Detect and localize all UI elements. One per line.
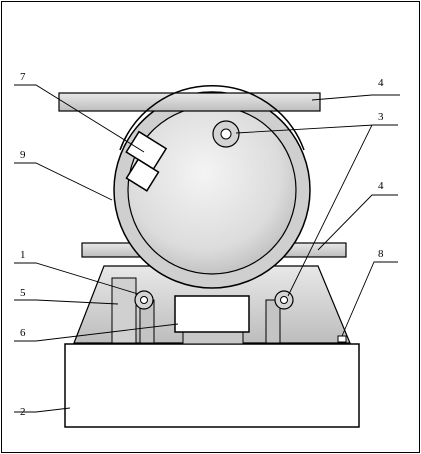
callout-6: 6 [20,327,26,339]
leader-7 [14,84,145,153]
callout-1: 1 [20,249,26,261]
leader-4b [317,194,398,251]
leader-5 [14,299,119,305]
right-roller-hub [280,296,288,304]
callout-3: 3 [378,111,384,123]
callout-2: 2 [20,406,26,418]
left-roller-hub [140,296,148,304]
leader-3a [235,124,398,134]
callout-7: 7 [20,71,26,83]
part-8-pin [337,335,347,343]
callout-9: 9 [20,149,26,161]
leader-1 [14,262,139,295]
part-5-post [111,277,137,344]
ring-arc-top [119,85,305,151]
leader-8 [341,261,398,337]
callout-4-lower: 4 [378,180,384,192]
callout-8: 8 [378,248,384,260]
leader-6 [14,323,179,342]
callout-4-upper: 4 [378,77,384,89]
part-4-top-plate [58,92,321,112]
part-6-block [174,295,250,333]
leader-9 [14,162,113,201]
part-2-base [64,343,360,428]
leader-3b [287,124,373,297]
right-column [265,299,281,344]
leader-2 [14,407,71,413]
part-7-sensor [125,130,168,192]
top-roller-hub [220,128,232,140]
leader-4a [311,94,400,101]
leader-lines [14,84,400,413]
callout-5: 5 [20,287,26,299]
